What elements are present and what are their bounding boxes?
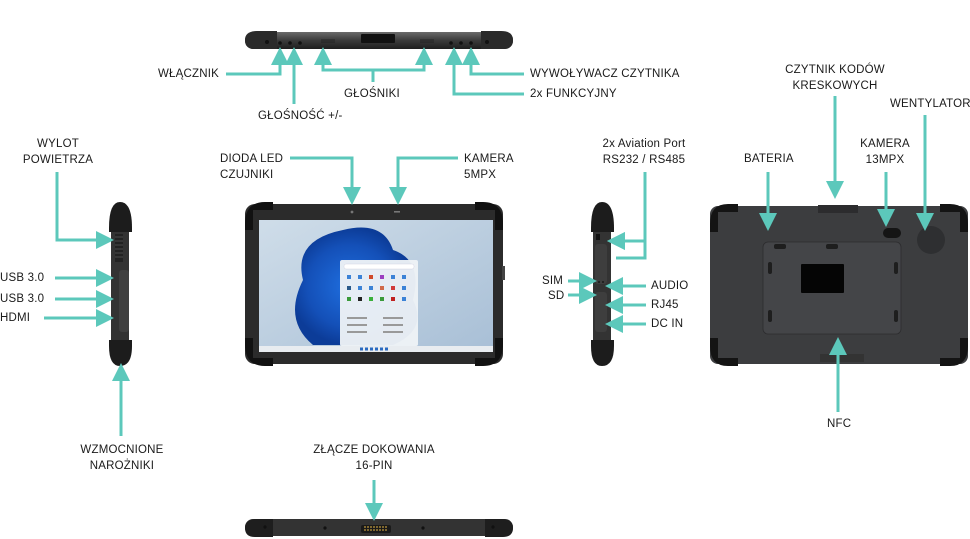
label-nfc: NFC: [827, 418, 852, 430]
label-docking-connector: ZŁĄCZE DOKOWANIA 16-PIN: [304, 442, 444, 474]
label-aviation-line2: RS232 / RS485: [602, 154, 686, 166]
label-battery: BATERIA: [744, 153, 794, 165]
tablet-bottom-edge-view: [245, 519, 513, 537]
label-power: WŁĄCZNIK: [158, 68, 220, 80]
label-rj45: RJ45: [651, 299, 679, 311]
label-air-outlet-line1: WYLOT: [37, 138, 79, 150]
tablet-front-view: [245, 202, 505, 366]
arrow-function: [445, 47, 524, 96]
label-back-camera-line1: KAMERA: [860, 138, 910, 150]
label-function-buttons: 2x FUNKCYJNY: [530, 88, 617, 100]
label-dock-line1: ZŁĄCZE DOKOWANIA: [313, 444, 435, 456]
label-fan: WENTYLATOR: [890, 98, 970, 110]
label-back-camera-line2: 13MPX: [865, 154, 905, 166]
label-dock-line2: 16-PIN: [355, 460, 393, 472]
arrow-led: [290, 156, 361, 205]
label-speakers: GŁOŚNIKI: [344, 88, 400, 100]
arrow-aviation: [616, 172, 647, 260]
label-front-camera: KAMERA 5MPX: [464, 151, 514, 183]
label-barcode-line1: CZYTNIK KODÓW: [785, 64, 885, 76]
label-front-camera-line1: KAMERA: [464, 153, 514, 165]
label-reinforced-corners: WZMOCNIONE NAROŻNIKI: [72, 442, 172, 474]
label-led-line2: CZUJNIKI: [220, 169, 274, 181]
label-sd: SD: [548, 290, 565, 302]
arrow-power: [226, 47, 289, 76]
label-air-outlet: WYLOT POWIETRZA: [18, 136, 98, 168]
arrow-air-outlet: [55, 172, 114, 249]
label-air-outlet-line2: POWIETRZA: [22, 154, 94, 166]
label-back-camera: KAMERA 13MPX: [850, 136, 920, 168]
tablet-top-edge-view: [245, 31, 513, 49]
label-aviation-line1: 2x Aviation Port: [602, 138, 686, 150]
arrow-camera-front: [389, 156, 458, 205]
label-sim: SIM: [542, 275, 564, 287]
arrow-scanner-trigger: [462, 47, 524, 76]
label-corners-line1: WZMOCNIONE: [80, 444, 164, 456]
label-audio: AUDIO: [651, 280, 689, 292]
label-led-line1: DIODA LED: [220, 153, 284, 165]
tablet-back-view: [710, 204, 968, 366]
tablet-left-side-view: [109, 202, 132, 366]
label-corners-line2: NAROŻNIKI: [89, 460, 155, 472]
label-volume: GŁOŚNOŚĆ +/-: [258, 110, 343, 122]
label-usb1: USB 3.0: [0, 272, 45, 284]
label-barcode-line2: KRESKOWYCH: [792, 80, 878, 92]
label-hdmi: HDMI: [0, 312, 31, 324]
label-barcode-reader: CZYTNIK KODÓW KRESKOWYCH: [770, 62, 900, 94]
label-led-sensors: DIODA LED CZUJNIKI: [220, 151, 283, 183]
label-dc-in: DC IN: [651, 318, 684, 330]
label-scanner-trigger: WYWOŁYWACZ CZYTNIKA: [530, 68, 680, 80]
arrow-speakers: [321, 56, 424, 82]
label-usb2: USB 3.0: [0, 293, 45, 305]
label-aviation-port: 2x Aviation Port RS232 / RS485: [588, 136, 700, 168]
tablet-right-side-view: [591, 202, 614, 366]
label-front-camera-line2: 5MPX: [464, 169, 497, 181]
